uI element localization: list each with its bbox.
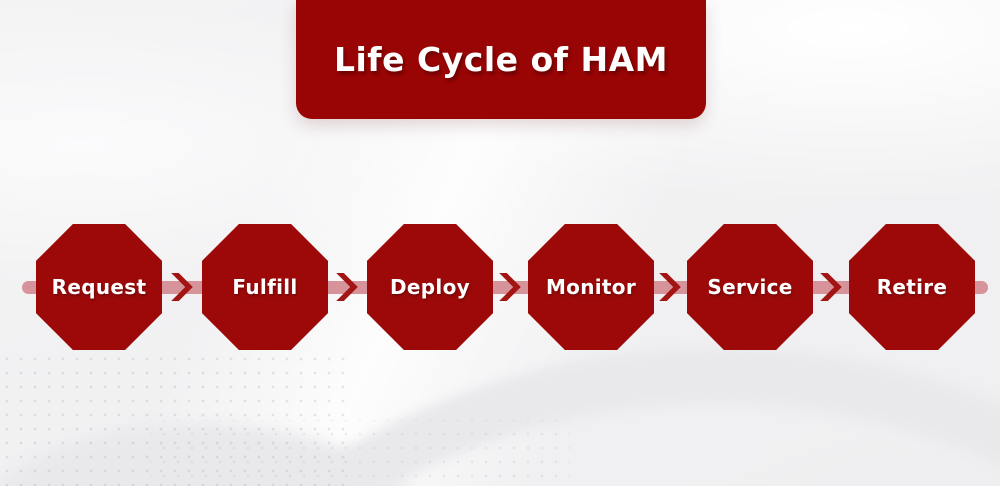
stage-octagon-service: Service [687, 224, 813, 350]
arrow-chevron-icon [499, 273, 521, 301]
page-title: Life Cycle of HAM [333, 40, 669, 79]
arrow-chevron-icon [336, 273, 358, 301]
stage-octagon-deploy: Deploy [367, 224, 493, 350]
stage-octagon-request: Request [36, 224, 162, 350]
arrow-chevron-icon [659, 273, 681, 301]
background-dot-pattern [0, 352, 350, 486]
background-dot-pattern [150, 420, 570, 486]
arrow-chevron-icon [820, 273, 842, 301]
stage-label: Request [51, 275, 147, 299]
stage-octagon-monitor: Monitor [528, 224, 654, 350]
stage-label: Monitor [545, 275, 636, 299]
arrow-chevron-icon [171, 273, 193, 301]
stage-octagon-retire: Retire [849, 224, 975, 350]
stage-label: Service [707, 275, 793, 299]
stage-label: Fulfill [232, 275, 298, 299]
stage-label: Deploy [390, 275, 470, 299]
stage-octagon-fulfill: Fulfill [202, 224, 328, 350]
title-banner: Life Cycle of HAM [296, 0, 706, 119]
stage-label: Retire [876, 275, 948, 299]
